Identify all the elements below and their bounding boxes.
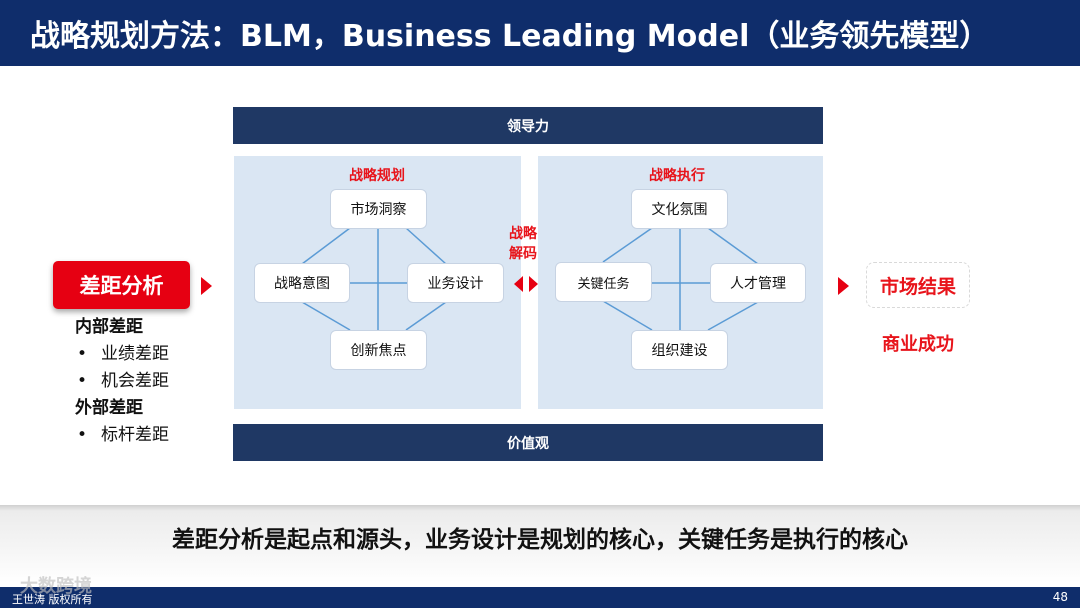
node-key-tasks: 关键任务: [555, 262, 652, 302]
internal-gap-heading: 内部差距: [75, 317, 143, 337]
copyright: 王世涛 版权所有: [12, 593, 93, 606]
summary-band: [0, 505, 1080, 585]
node-culture: 文化氛围: [631, 189, 728, 229]
node-innovation-focus: 创新焦点: [330, 330, 427, 370]
page-title: 战略规划方法：BLM，Business Leading Model（业务领先模型…: [0, 0, 1080, 66]
gap-analysis-box: 差距分析: [53, 261, 190, 309]
arrow-left-icon: [514, 276, 523, 292]
footer: 王世涛 版权所有 48: [0, 587, 1080, 608]
watermark: 大数跨境: [20, 576, 92, 597]
arrow-right-icon: [838, 277, 849, 295]
strategy-planning-title: 战略规划: [349, 168, 405, 184]
summary-text: 差距分析是起点和源头，业务设计是规划的核心，关键任务是执行的核心: [172, 527, 908, 553]
strategy-decode-label: 战略 解码: [509, 226, 537, 262]
node-business-design: 业务设计: [407, 263, 504, 303]
node-talent-management: 人才管理: [710, 263, 806, 303]
list-item: 机会差距: [72, 368, 169, 395]
list-item: 标杆差距: [72, 422, 169, 449]
gap-list: 内部差距 业绩差距 机会差距 外部差距 标杆差距: [72, 314, 169, 449]
list-item: 业绩差距: [72, 341, 169, 368]
node-org-building: 组织建设: [631, 330, 728, 370]
leadership-bar: 领导力: [233, 107, 823, 144]
node-market-insight: 市场洞察: [330, 189, 427, 229]
page-number: 48: [1052, 590, 1068, 604]
market-result-box: 市场结果: [866, 262, 970, 308]
arrow-right-icon: [201, 277, 212, 295]
arrow-right-icon: [529, 276, 538, 292]
values-bar: 价值观: [233, 424, 823, 461]
external-gap-heading: 外部差距: [75, 398, 143, 418]
strategy-execution-title: 战略执行: [649, 168, 705, 184]
business-success-label: 商业成功: [882, 334, 954, 355]
node-strategic-intent: 战略意图: [254, 263, 350, 303]
